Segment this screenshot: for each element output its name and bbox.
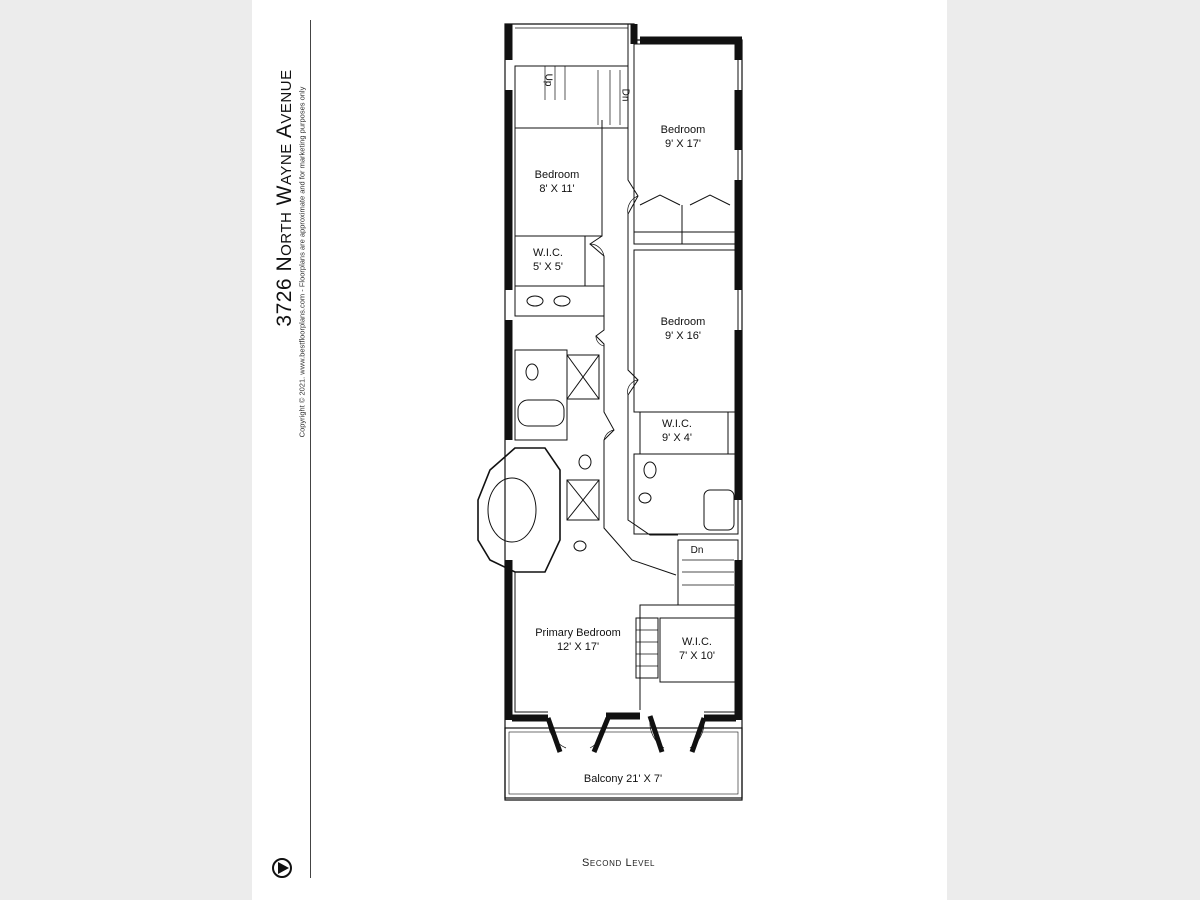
room-dims: 9' X 17' (664, 138, 702, 150)
room-name: W.I.C. (662, 418, 692, 430)
room-dims: 9' X 16' (664, 330, 702, 342)
room-label-primary-bedroom: Primary Bedroom 12' X 17' (533, 626, 623, 654)
room-dims: 8' X 11' (539, 183, 575, 195)
room-label-bedroom-northwest: Bedroom 8' X 11' (535, 168, 580, 196)
room-dims: 5' X 5' (533, 261, 563, 273)
room-name: W.I.C. (682, 636, 712, 648)
room-label-bedroom-northeast: Bedroom 9' X 17' (661, 123, 706, 151)
floorplan-sheet (252, 0, 947, 900)
room-name: Primary Bedroom (535, 627, 621, 639)
room-label-wic-east: W.I.C. 9' X 4' (662, 417, 692, 445)
bay-window (477, 447, 561, 573)
room-name: W.I.C. (533, 247, 563, 259)
stair-up-label: Up (542, 73, 554, 87)
room-name: Bedroom (660, 316, 706, 328)
stair-down-label-top: Dn (619, 88, 631, 102)
balcony-railing (504, 727, 743, 799)
room-label-bedroom-east: Bedroom 9' X 16' (661, 315, 706, 343)
room-dims: 12' X 17' (556, 641, 600, 653)
hallway-wall (627, 24, 678, 536)
margin-rule (310, 20, 311, 878)
north-arrow-icon (272, 858, 292, 878)
room-label-wic-small: W.I.C. 5' X 5' (533, 246, 563, 274)
stair-down-label-bottom: Dn (690, 545, 704, 556)
room-name: Bedroom (534, 169, 580, 181)
room-dims: 9' X 4' (662, 432, 692, 444)
room-dims: 7' X 10' (678, 650, 716, 662)
level-caption: Second Level (582, 857, 656, 869)
room-label-wic-primary: W.I.C. 7' X 10' (679, 635, 715, 663)
room-name: Balcony 21' X 7' (583, 773, 663, 785)
room-label-balcony: Balcony 21' X 7' (584, 772, 662, 786)
room-name: Bedroom (660, 124, 706, 136)
stair-top (514, 65, 629, 129)
